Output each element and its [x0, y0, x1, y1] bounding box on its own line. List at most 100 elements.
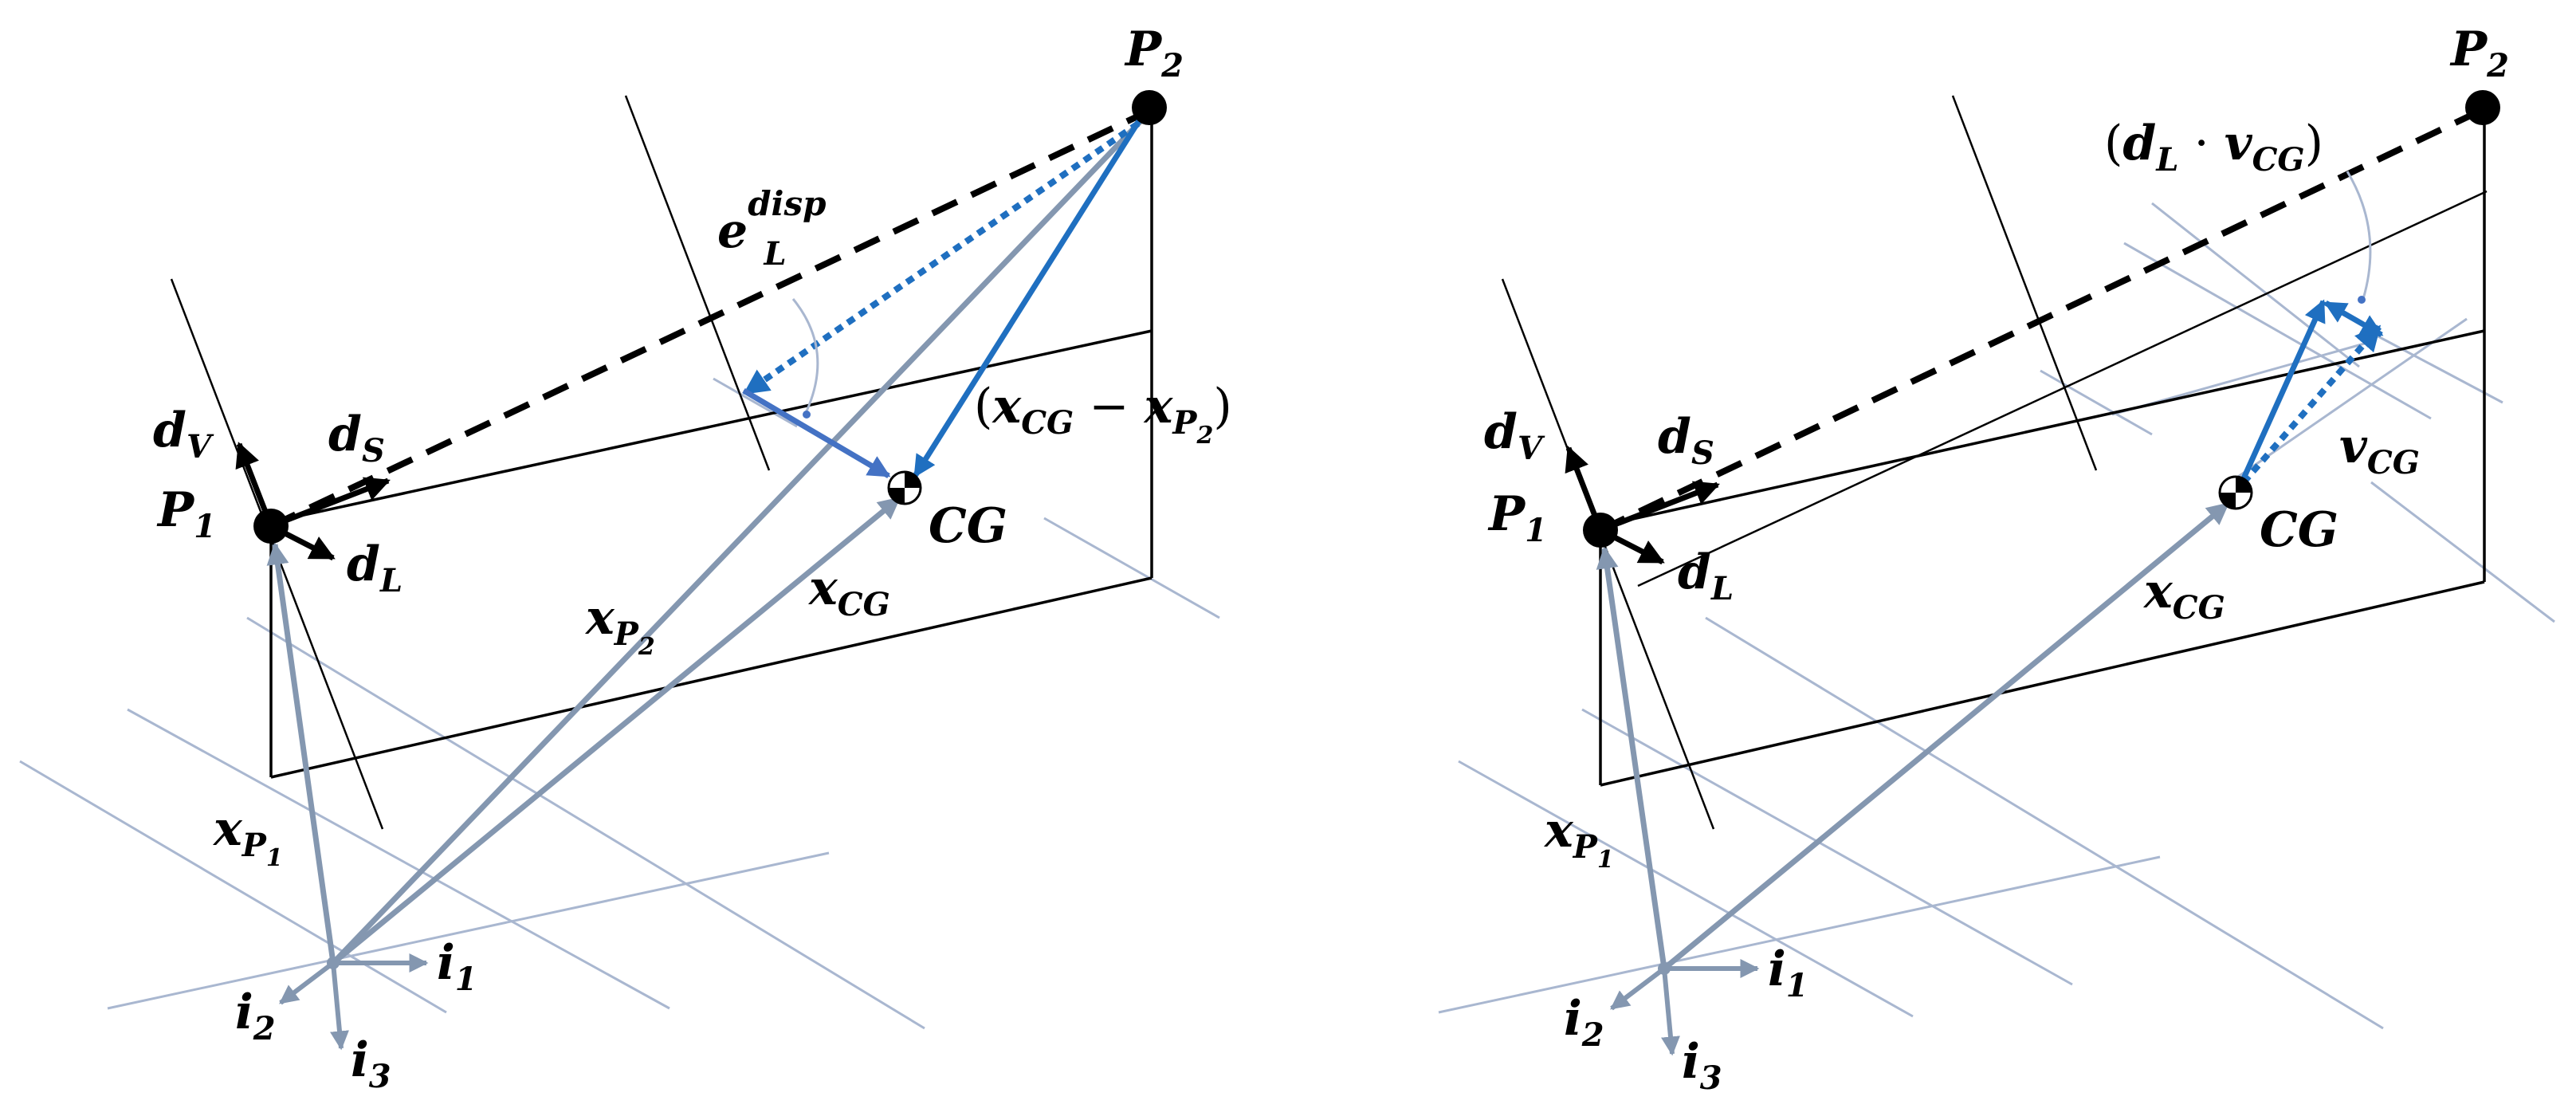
p1-p2-dashed-line — [269, 108, 1149, 529]
dv-label: d — [1484, 404, 1518, 460]
diff-x2-label: x — [1143, 379, 1174, 434]
ds-label: d — [1658, 409, 1691, 465]
p1-label: P — [156, 482, 195, 538]
right-angle-arc — [791, 298, 819, 415]
diff-open-paren: ( — [974, 379, 992, 434]
xp1-label: x — [212, 801, 243, 857]
xp2-label: x — [584, 590, 615, 646]
i2-vector — [1610, 966, 1666, 1011]
svg-text:dL: dL — [347, 536, 402, 599]
i3-label: i — [351, 1032, 369, 1088]
svg-text:dV: dV — [153, 403, 214, 466]
svg-text:(dL · vCG): (dL · vCG) — [2104, 116, 2323, 179]
ds-vector — [269, 477, 391, 529]
svg-text:dS: dS — [328, 407, 385, 470]
diff-x2-subsub: 2 — [1196, 422, 1213, 450]
projection-vector — [742, 387, 891, 479]
xp1-label-subsub: 1 — [1597, 846, 1614, 874]
svg-text:P2: P2 — [1124, 22, 1184, 84]
xp1-vector — [266, 542, 336, 964]
i3-vector — [330, 962, 349, 1051]
lateral-displacement-dotted — [743, 120, 1141, 396]
i1-label: i — [1768, 941, 1786, 997]
xcg-vector — [331, 496, 901, 965]
right-panel: P2 P1 dV dS dL CG xCG xP1 i1 i2 i3 vCG (… — [1438, 22, 2555, 1097]
vcg-label: v — [2339, 419, 2368, 474]
left-panel: P2 P1 dV dS dL CG xCG xP2 xP1 i1 i2 i3 e… — [19, 22, 1232, 1095]
xp1-label: x — [1543, 803, 1574, 859]
svg-text:i3: i3 — [1682, 1034, 1722, 1097]
e-disp-label: e — [717, 203, 748, 259]
svg-text:xP1: xP1 — [212, 801, 283, 872]
svg-text:(xCG − xP2): (xCG − xP2) — [974, 379, 1232, 450]
p1-label-sub: 1 — [1525, 512, 1547, 549]
p1-p2-dashed-line — [1599, 108, 2480, 533]
p2-point — [2465, 90, 2500, 125]
svg-text:xP1: xP1 — [1543, 803, 1614, 874]
p2-label: P — [1124, 22, 1163, 77]
diff-x1-sub: CG — [1021, 404, 1074, 442]
xcg-label: x — [807, 560, 838, 616]
i3-vector — [1661, 968, 1680, 1056]
origin-point — [327, 957, 340, 969]
xp1-label-sub: P — [1573, 828, 1599, 866]
velocity-vector — [2240, 299, 2327, 480]
p2-point — [1132, 90, 1167, 125]
svg-text:xCG: xCG — [2142, 564, 2225, 627]
grid-lines — [19, 377, 1220, 1030]
i3-label-sub: 3 — [1700, 1059, 1722, 1097]
ds-label-sub: S — [362, 432, 385, 470]
global-frame-vectors — [279, 953, 429, 1051]
svg-text:P1: P1 — [1487, 486, 1547, 549]
i2-label-sub: 2 — [253, 1010, 276, 1047]
svg-text:i1: i1 — [1768, 941, 1808, 1004]
p2-label-sub: 2 — [1160, 47, 1184, 84]
i3-label-sub: 3 — [369, 1058, 391, 1095]
i1-label-sub: 1 — [1786, 967, 1808, 1004]
dot-d-label: d — [2122, 116, 2156, 171]
xp2-vector — [331, 116, 1146, 965]
svg-text:P1: P1 — [156, 482, 216, 545]
dv-label-sub: V — [187, 428, 214, 466]
ds-vector — [1599, 481, 1720, 533]
xp1-vector — [1596, 546, 1667, 969]
svg-text:dS: dS — [1658, 409, 1714, 472]
velocity-lateral-dotted — [2240, 324, 2382, 485]
svg-text:dL: dL — [1678, 544, 1734, 607]
dot-operator: · — [2179, 116, 2225, 171]
p2-label: P — [2449, 22, 2488, 77]
dl-label: d — [347, 536, 380, 592]
xp1-label-sub: P — [242, 827, 268, 864]
position-vectors — [266, 116, 1146, 965]
svg-text:P2: P2 — [2449, 22, 2509, 84]
origin-point — [1658, 962, 1671, 975]
e-disp-label-sup: disp — [748, 184, 826, 223]
xcg-vector — [1662, 501, 2230, 971]
p1-point — [253, 509, 289, 544]
svg-text:dV: dV — [1484, 404, 1545, 467]
svg-text:xP2: xP2 — [584, 590, 655, 661]
xp2-label-subsub: 2 — [638, 633, 655, 661]
cg-label: CG — [929, 498, 1007, 554]
p1-label-sub: 1 — [194, 508, 216, 545]
cg-symbol — [2218, 475, 2253, 510]
dv-label: d — [153, 403, 187, 458]
dl-label-sub: L — [1710, 570, 1734, 607]
vcg-label-sub: CG — [2367, 444, 2420, 481]
p1-label: P — [1487, 486, 1526, 542]
svg-text:i2: i2 — [1564, 991, 1604, 1054]
velocity-connector — [2323, 300, 2384, 338]
ds-label: d — [328, 407, 362, 462]
xcg-label-sub: CG — [838, 586, 890, 623]
i2-label: i — [1564, 991, 1582, 1047]
dot-v-label: v — [2225, 116, 2253, 171]
wall-outline — [1599, 108, 2486, 787]
global-frame-vectors — [1610, 959, 1760, 1056]
diff-x2-sub: P — [1172, 404, 1198, 442]
right-angle-dot — [803, 411, 811, 419]
i2-label: i — [235, 984, 253, 1040]
xp2-label-sub: P — [614, 615, 640, 653]
svg-text:i3: i3 — [351, 1032, 391, 1095]
grid-lines — [1438, 202, 2555, 1030]
